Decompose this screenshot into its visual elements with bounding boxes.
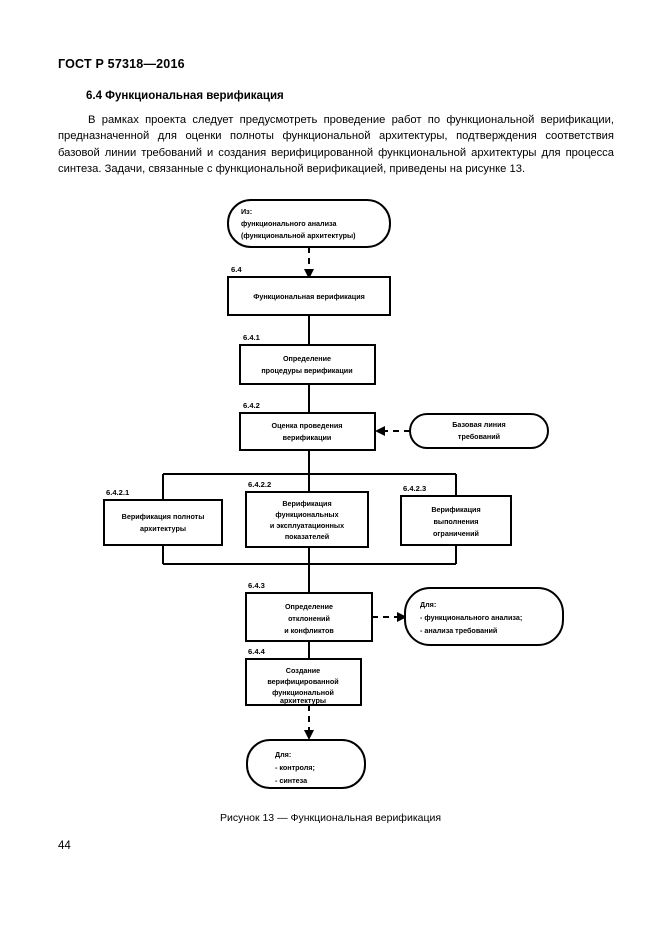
node-main[interactable]: 6.4 Функциональная верификация: [227, 265, 391, 316]
node-for-analysis-line-1: Для:: [420, 600, 436, 609]
node-step1-line-1: Определение: [283, 354, 331, 363]
node-step4-line-2: верифицированной: [267, 677, 338, 686]
node-step3-number: 6.4.3: [248, 581, 265, 590]
node-source[interactable]: Из: функционального анализа (функциональ…: [227, 199, 391, 248]
node-source-line-3: (функциональной архитектуры): [241, 231, 356, 240]
node-for-analysis-shape: [404, 587, 564, 646]
page-number: 44: [58, 840, 71, 852]
node-step2-2-line-2: функциональных: [275, 510, 338, 519]
node-step2-1-line-2: архитектуры: [140, 524, 186, 533]
node-main-number: 6.4: [231, 265, 242, 274]
figure-caption: Рисунок 13 — Функциональная верификация: [219, 812, 442, 824]
node-step3-line-2: отклонений: [288, 614, 330, 623]
node-step3[interactable]: 6.4.3 Определение отклонений и конфликто…: [245, 581, 373, 642]
standard-header: ГОСТ Р 57318—2016: [58, 57, 185, 71]
node-for-analysis-line-3: - анализа требований: [420, 626, 497, 635]
node-baseline-shape: [409, 413, 549, 449]
node-step2-1-line-1: Верификация полноты: [122, 512, 205, 521]
node-step3-line-3: и конфликтов: [284, 626, 334, 635]
node-source-line-2: функционального анализа: [241, 219, 337, 228]
node-main-line-1: Функциональная верификация: [253, 292, 365, 301]
node-step2-2-line-4: показателей: [285, 532, 329, 541]
node-baseline-line-2: требований: [458, 432, 500, 441]
node-baseline-line-1: Базовая линия: [452, 420, 506, 429]
node-step2-shape: [239, 412, 376, 451]
node-step2-2-line-1: Верификация: [282, 499, 331, 508]
node-step2-2-line-3: и эксплуатационных: [270, 521, 344, 530]
node-step4-line-1: Создание: [286, 666, 320, 675]
node-step4-line-4: архитектуры: [280, 696, 326, 705]
node-step3-line-1: Определение: [285, 602, 333, 611]
node-step2-2-shape: [245, 491, 369, 548]
node-step2-1[interactable]: 6.4.2.1 Верификация полноты архитектуры: [103, 488, 223, 546]
node-step2-line-1: Оценка проведения: [272, 421, 343, 430]
node-step2-2-number: 6.4.2.2: [248, 480, 271, 489]
node-step2-1-number: 6.4.2.1: [106, 488, 130, 497]
node-target-line-1: Для:: [275, 750, 291, 759]
body-paragraph: В рамках проекта следует предусмотреть п…: [58, 114, 614, 176]
node-step4-line-3: функциональной: [272, 688, 334, 697]
section-heading: 6.4 Функциональная верификация: [86, 90, 284, 102]
node-step1-number: 6.4.1: [243, 333, 261, 342]
node-step1-line-2: процедуры верификации: [261, 366, 352, 375]
node-for-analysis-line-2: - функционального анализа;: [420, 613, 522, 622]
node-step2-3-shape: [400, 495, 512, 546]
node-step2-number: 6.4.2: [243, 401, 260, 410]
node-baseline[interactable]: Базовая линия требований: [409, 413, 549, 449]
node-step4-shape: [245, 658, 362, 706]
node-source-line-1: Из:: [241, 207, 252, 216]
node-target-shape: [246, 739, 366, 789]
node-step1[interactable]: 6.4.1 Определение процедуры верификации: [239, 333, 376, 385]
node-step1-shape: [239, 344, 376, 385]
node-source-shape: [227, 199, 391, 248]
node-for-analysis[interactable]: Для: - функционального анализа; - анализ…: [404, 587, 564, 646]
node-step2-3[interactable]: 6.4.2.3 Верификация выполнения ограничен…: [400, 484, 512, 546]
node-target-line-3: - синтеза: [275, 776, 308, 785]
node-step2-3-line-2: выполнения: [434, 517, 479, 526]
node-step2-3-line-1: Верификация: [431, 505, 480, 514]
node-target-line-2: - контроля;: [275, 763, 315, 772]
node-step2-3-number: 6.4.2.3: [403, 484, 426, 493]
flow-connectors: [162, 247, 457, 740]
node-step2-3-line-3: ограничений: [433, 529, 479, 538]
node-target[interactable]: Для: - контроля; - синтеза: [246, 739, 366, 789]
figure-13-flowchart: Из: функционального анализа (функциональ…: [0, 185, 661, 810]
node-step4[interactable]: 6.4.4 Создание верифицированной функцион…: [245, 647, 362, 706]
node-step3-shape: [245, 592, 373, 642]
node-step2-1-shape: [103, 499, 223, 546]
node-step2[interactable]: 6.4.2 Оценка проведения верификации: [239, 401, 376, 451]
node-main-shape: [227, 276, 391, 316]
node-step4-number: 6.4.4: [248, 647, 266, 656]
node-step2-line-2: верификации: [283, 433, 332, 442]
node-step2-2[interactable]: 6.4.2.2 Верификация функциональных и экс…: [245, 480, 369, 548]
